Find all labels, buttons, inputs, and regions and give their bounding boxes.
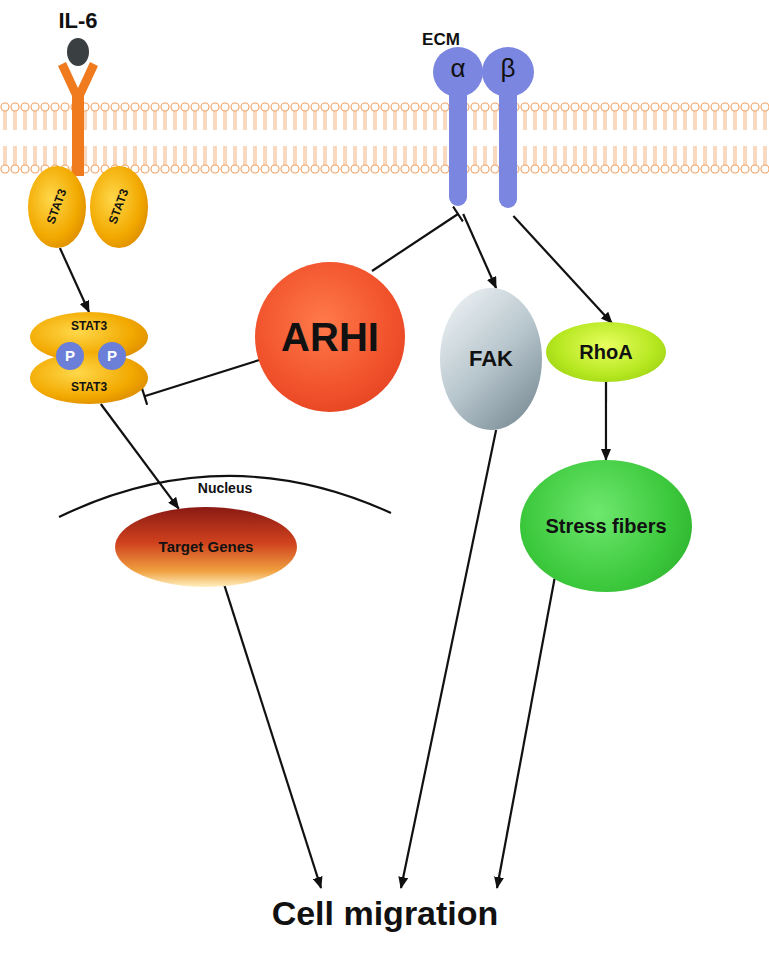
il6-ligand xyxy=(67,38,89,66)
stat3-monomer: STAT3 xyxy=(28,166,86,248)
integrin-alpha: α xyxy=(432,46,484,214)
node-text: Cell migration xyxy=(272,895,499,932)
arrow-line xyxy=(605,382,607,460)
node-text: Target Genes xyxy=(159,539,254,556)
phospho-site: P xyxy=(56,342,84,370)
node-text: STAT3 xyxy=(107,188,132,227)
phospho-site: P xyxy=(98,342,126,370)
stat3-monomer: STAT3 xyxy=(90,166,148,248)
node-text: RhoA xyxy=(579,341,632,363)
ecm-label: ECM xyxy=(422,30,460,50)
inhibition-line xyxy=(372,214,458,271)
arrow-line xyxy=(497,579,555,888)
node-text: ARHI xyxy=(281,315,379,359)
node-text: STAT3 xyxy=(71,381,107,394)
integrin-stem xyxy=(499,86,517,208)
node-text: α xyxy=(450,54,465,83)
stat3-dimer-bottom: STAT3 xyxy=(30,352,148,404)
node-text: P xyxy=(107,348,117,365)
cell-migration-label: Cell migration xyxy=(225,888,545,940)
node-text: Stress fibers xyxy=(545,515,666,537)
node-text: β xyxy=(501,54,516,83)
node-text: STAT3 xyxy=(45,188,70,227)
arrow-line xyxy=(224,585,321,888)
arrow-line xyxy=(60,248,89,312)
rhoa-oval: RhoA xyxy=(546,322,666,382)
target-genes-oval: Target Genes xyxy=(115,507,297,587)
node-text: STAT3 xyxy=(71,320,107,333)
il6-receptor xyxy=(58,62,98,176)
arrow-line xyxy=(513,216,612,323)
nucleus: NucleusTarget Genes xyxy=(55,455,395,605)
integrin-head xyxy=(482,47,534,97)
arhi-circle: ARHI xyxy=(255,262,405,412)
fak-oval: FAK xyxy=(440,288,542,430)
node-text: Nucleus xyxy=(198,481,252,496)
node-text: FAK xyxy=(469,347,513,371)
inhibition-line xyxy=(144,360,261,397)
node-text: P xyxy=(65,348,75,365)
arrow-line xyxy=(463,214,496,288)
stress-fibers-circle: Stress fibers xyxy=(520,460,692,592)
arrow-line xyxy=(101,404,179,509)
integrin-head xyxy=(433,47,483,97)
integrin-stem xyxy=(449,86,467,206)
arrow-line xyxy=(401,430,496,888)
ligand-label: IL-6 xyxy=(58,8,97,34)
integrin-beta: β xyxy=(481,46,535,216)
membrane xyxy=(0,100,769,176)
